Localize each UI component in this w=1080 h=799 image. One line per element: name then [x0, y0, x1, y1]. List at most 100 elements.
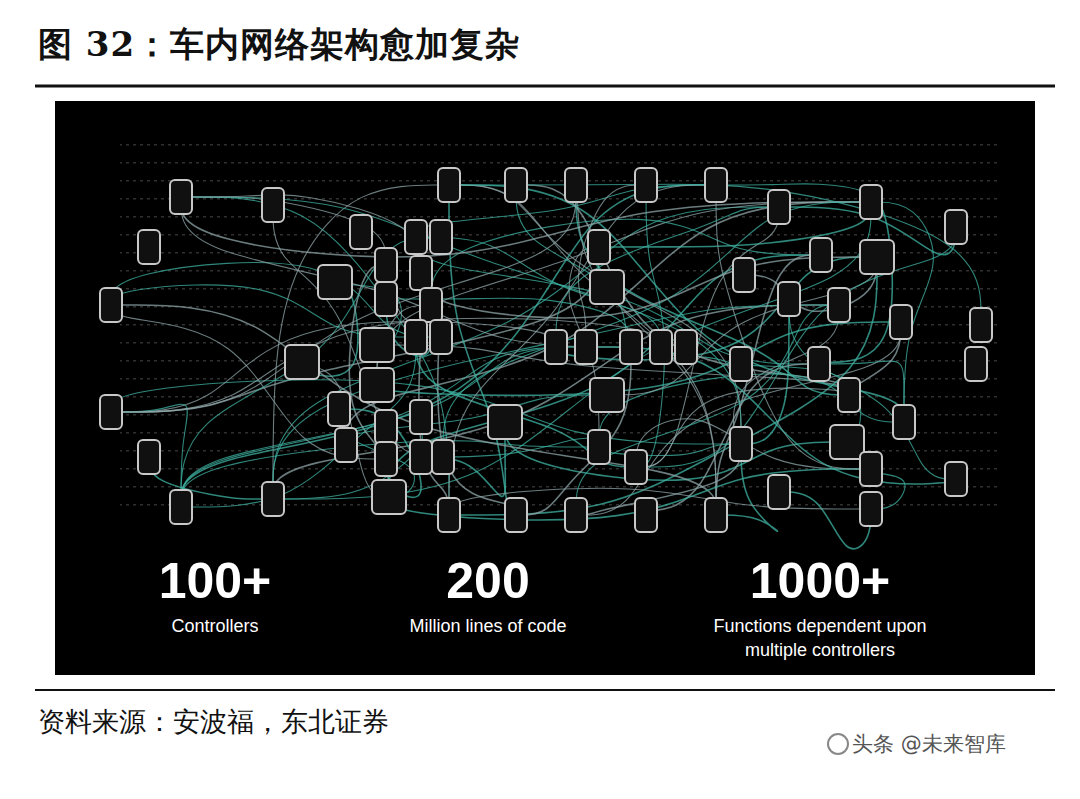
- controller-box: [675, 330, 697, 364]
- stat-caption: Controllers: [171, 614, 258, 638]
- network-wire: [636, 419, 871, 469]
- network-wire: [449, 185, 516, 515]
- network-wire: [716, 255, 821, 515]
- controller-box: [410, 400, 432, 434]
- controller-box: [620, 330, 642, 364]
- controller-box: [410, 256, 432, 290]
- network-wire: [576, 185, 716, 515]
- code-texture: [120, 140, 1000, 520]
- controller-box: [438, 498, 460, 532]
- network-wire: [871, 202, 933, 422]
- network-wire: [443, 202, 871, 457]
- controller-box: [635, 168, 657, 202]
- controller-box: [860, 185, 882, 219]
- controller-box: [262, 188, 284, 222]
- network-wire: [273, 202, 871, 499]
- network-wire: [416, 237, 819, 364]
- stat-number: 200: [446, 556, 529, 606]
- network-wire: [576, 322, 901, 515]
- stat-number: 1000+: [750, 556, 890, 606]
- controller-box: [828, 288, 850, 322]
- controller-box: [838, 378, 860, 412]
- controller-box: [405, 220, 427, 254]
- controller-box: [285, 345, 319, 379]
- controller-box: [262, 482, 284, 516]
- controller-box: [505, 498, 527, 532]
- network-wire: [111, 185, 576, 412]
- controller-box: [730, 427, 752, 461]
- controller-box: [335, 428, 357, 462]
- controller-box: [890, 305, 912, 339]
- network-wire: [576, 305, 839, 515]
- controller-box: [945, 210, 967, 244]
- network-wire: [111, 247, 599, 412]
- source-note: 资料来源：安波福，东北证券: [38, 704, 389, 740]
- title-rule: [35, 85, 1055, 88]
- stat-caption: Million lines of code: [409, 614, 566, 638]
- controller-box: [372, 480, 406, 514]
- controller-box: [625, 450, 647, 484]
- controller-box: [375, 410, 397, 444]
- controller-box: [545, 330, 567, 364]
- network-wire: [779, 492, 871, 549]
- controller-box: [860, 240, 894, 274]
- controller-box: [808, 347, 830, 381]
- controller-box: [375, 282, 397, 316]
- controller-box: [730, 347, 752, 381]
- controller-box: [488, 405, 522, 439]
- controller-box: [705, 498, 727, 532]
- controller-box: [405, 320, 427, 354]
- watermark: 头条 @未来智库: [852, 730, 1006, 758]
- controller-box: [970, 308, 992, 342]
- controller-box: [860, 492, 882, 526]
- controller-box: [420, 288, 442, 322]
- source-rule: [35, 689, 1055, 691]
- network-wire: [576, 185, 849, 395]
- network-wire: [646, 364, 819, 515]
- controller-box: [860, 452, 882, 486]
- controller-box: [945, 462, 967, 496]
- controller-box: [893, 405, 915, 439]
- controller-box: [138, 440, 160, 474]
- controller-box: [432, 440, 454, 474]
- controller-box: [360, 328, 394, 362]
- stat-number: 100+: [159, 556, 272, 606]
- network-wire: [516, 347, 631, 515]
- controller-box: [430, 320, 452, 354]
- network-wire: [819, 202, 892, 364]
- controller-box: [318, 265, 352, 299]
- controller-box: [635, 498, 657, 532]
- network-wire: [346, 202, 871, 445]
- network-wire: [586, 347, 956, 484]
- network-wire: [111, 380, 741, 444]
- controller-box: [328, 392, 350, 426]
- controller-box: [170, 180, 192, 214]
- controller-box: [100, 395, 122, 429]
- controller-box: [100, 288, 122, 322]
- network-wire: [716, 185, 871, 469]
- controller-box: [565, 168, 587, 202]
- network-wire: [181, 237, 441, 507]
- controller-box: [170, 490, 192, 524]
- figure-title: 图 32：车内网络架构愈加复杂: [38, 22, 520, 68]
- controller-box: [430, 220, 452, 254]
- network-wire: [273, 185, 449, 499]
- controller-box: [733, 258, 755, 292]
- controller-box: [588, 230, 610, 264]
- watermark-logo: [828, 734, 848, 754]
- controller-box: [768, 475, 790, 509]
- network-wire: [111, 318, 661, 412]
- black-panel: [55, 101, 1035, 675]
- controller-box: [590, 270, 624, 304]
- stat-caption: Functions dependent upon multiple contro…: [689, 614, 951, 663]
- controller-box: [810, 238, 832, 272]
- network-wire: [516, 185, 631, 347]
- controller-box: [705, 168, 727, 202]
- network-wire: [377, 202, 871, 385]
- controller-box: [438, 168, 460, 202]
- network-wire: [449, 184, 981, 325]
- network-wire: [181, 197, 741, 444]
- network-wire: [607, 257, 877, 395]
